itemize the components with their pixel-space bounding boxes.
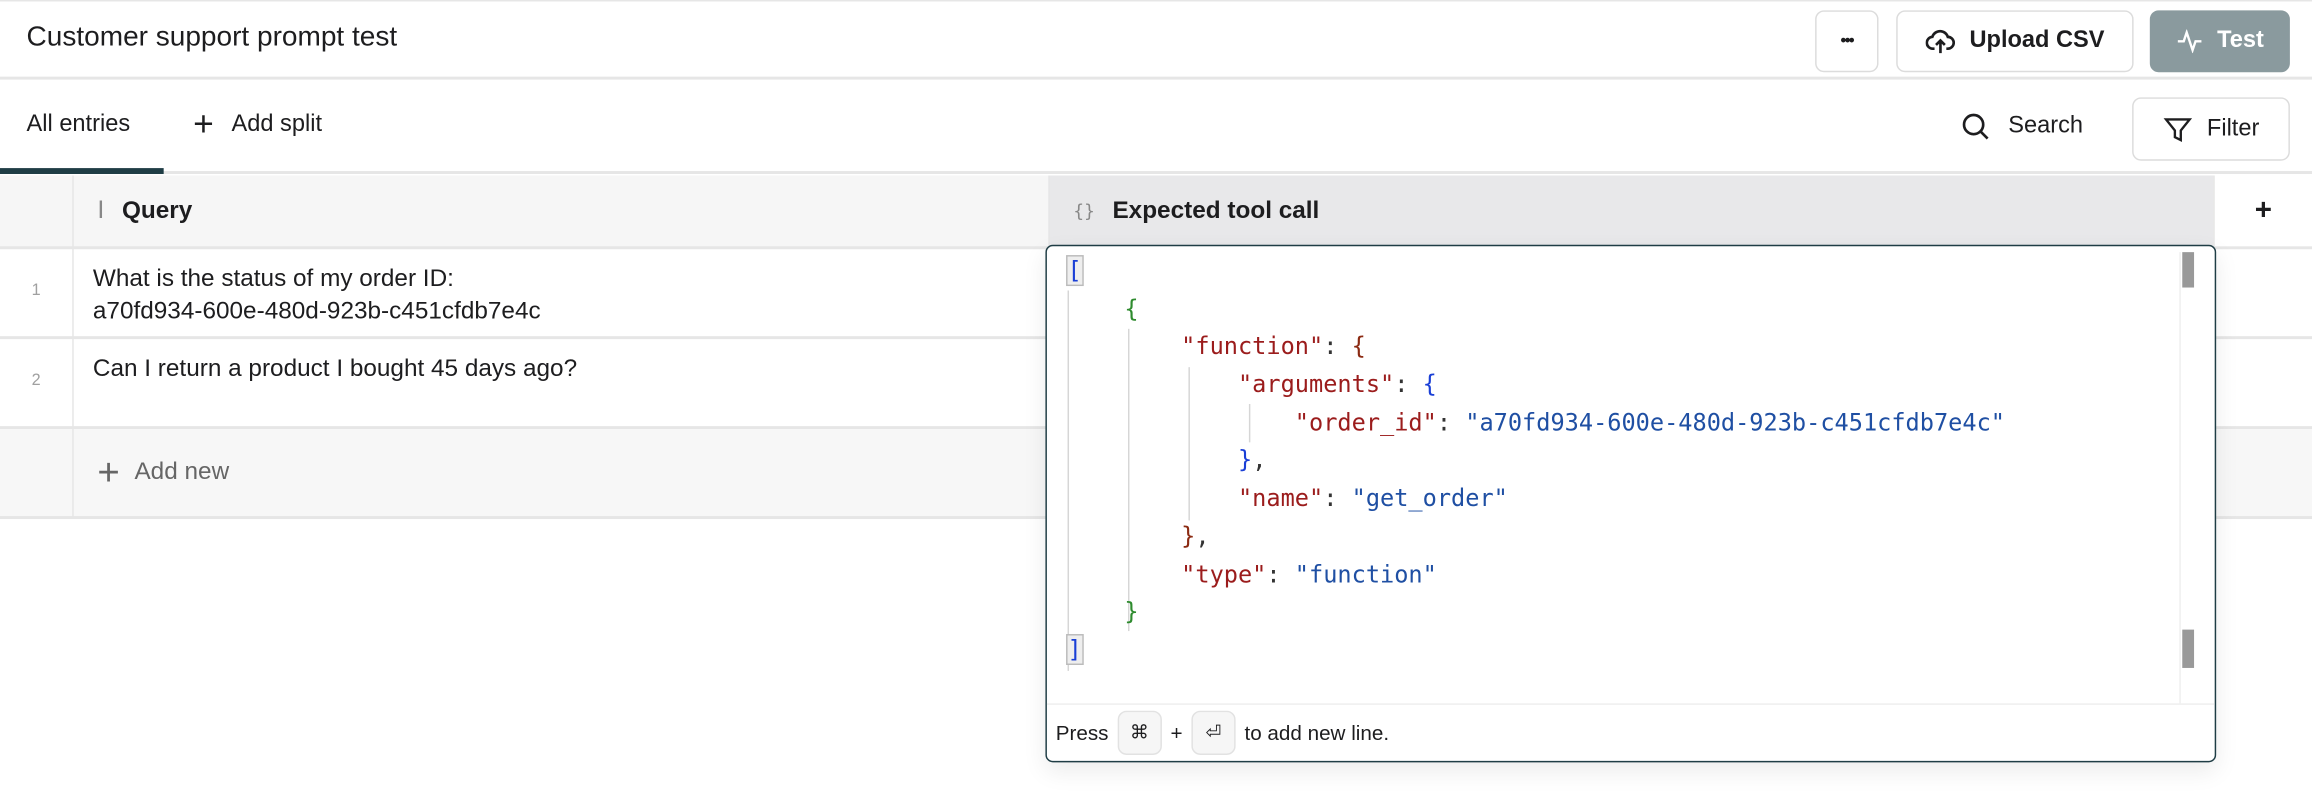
active-tab-indicator (0, 168, 164, 174)
tab-label: All entries (26, 112, 131, 138)
query-text: a70fd934-600e-480d-923b-c451cfdb7e4c (92, 297, 541, 325)
column-divider (1048, 175, 1050, 247)
hint-text: to add new line. (1244, 721, 1390, 745)
query-text: Can I return a product I bought 45 days … (92, 355, 578, 382)
query-text: What is the status of my order ID: (92, 265, 454, 292)
more-icon: ••• (1840, 32, 1854, 51)
enter-key-icon: ⏎ (1191, 710, 1236, 755)
row-number: 2 (31, 371, 41, 390)
json-code[interactable]: [ { "function": { "arguments": { "order_… (1066, 255, 2005, 665)
bracket-close: ] (1066, 633, 1084, 665)
upload-csv-button[interactable]: Upload CSV (1896, 10, 2134, 73)
column-label: Expected tool call (1112, 196, 1320, 224)
activity-icon (2177, 29, 2201, 54)
text-cursor-icon: I (97, 196, 105, 225)
filter-label: Filter (2206, 115, 2260, 141)
add-new-button[interactable]: + Add new (97, 449, 230, 494)
plus-icon: + (2254, 193, 2272, 227)
add-split-button[interactable]: + Add split (193, 104, 323, 145)
test-label: Test (2217, 28, 2264, 54)
cloud-upload-icon (1925, 29, 1955, 54)
add-new-label: Add new (134, 458, 230, 486)
table-row[interactable]: 1 What is the status of my order ID: a70f… (0, 249, 2312, 340)
column-header-query[interactable]: I Query (97, 175, 192, 246)
tab-all-entries[interactable]: All entries (27, 112, 131, 139)
bracket-open: [ (1066, 255, 1084, 287)
json-key: "order_id" (1294, 408, 1437, 437)
json-value: "a70fd934-600e-480d-923b-c451cfdb7e4c" (1465, 408, 2005, 437)
hint-text: Press (1055, 721, 1109, 745)
search-button[interactable]: Search (1961, 112, 2083, 141)
braces-icon: {} (1073, 200, 1095, 222)
column-header-expected-tool-call[interactable]: {} Expected tool call (1073, 175, 1319, 246)
plus-icon: + (193, 104, 214, 145)
column-header-highlight (1048, 175, 2214, 247)
json-value: "get_order" (1351, 483, 1508, 512)
filter-icon (2163, 117, 2192, 142)
search-label: Search (2008, 113, 2084, 139)
add-split-label: Add split (231, 112, 323, 138)
row-number: 1 (31, 281, 41, 300)
filter-button[interactable]: Filter (2132, 97, 2290, 161)
add-column-button[interactable]: + (2214, 175, 2312, 247)
json-key: "name" (1237, 483, 1324, 512)
tab-bar (0, 81, 2312, 174)
editor-scrollbar[interactable] (2179, 252, 2195, 704)
test-button[interactable]: Test (2149, 10, 2290, 73)
column-label: Query (121, 196, 193, 224)
json-editor-popup[interactable]: [ { "function": { "arguments": { "order_… (1045, 244, 2217, 763)
search-icon (1962, 113, 1989, 140)
json-key: "type" (1181, 559, 1267, 588)
upload-csv-label: Upload CSV (1969, 28, 2105, 54)
more-button[interactable]: ••• (1815, 10, 1879, 73)
json-value: "function" (1294, 559, 1437, 588)
top-bar (0, 0, 2312, 80)
plus-icon: + (97, 449, 120, 494)
page-title: Customer support prompt test (26, 22, 398, 54)
json-key: "function" (1181, 332, 1324, 361)
hint-plus: + (1170, 721, 1183, 745)
editor-hint: Press ⌘ + ⏎ to add new line. (1046, 703, 2215, 761)
command-key-icon: ⌘ (1117, 710, 1162, 755)
column-divider (72, 175, 74, 518)
json-key: "arguments" (1237, 370, 1395, 399)
